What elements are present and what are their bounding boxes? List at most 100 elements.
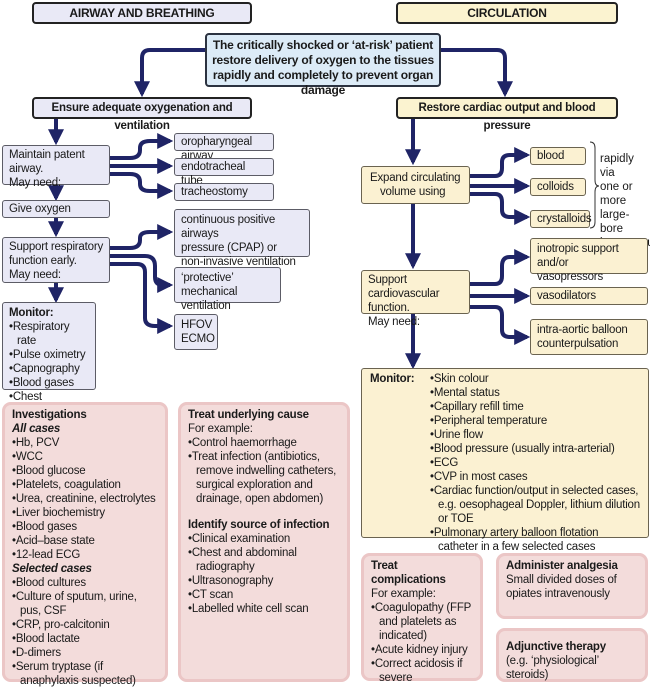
fluid-colloids: colloids	[530, 178, 586, 196]
cpap-line1: continuous positive airways	[181, 214, 276, 240]
analgesia-title: Administer analgesia	[506, 560, 618, 572]
option-inotropic: inotropic support and/or vasopressors	[530, 238, 648, 283]
support-resp-line3: May need:	[9, 269, 61, 281]
list-item: Culture of sputum, urine, pus, CSF	[12, 590, 158, 618]
identify-source-list: Clinical examination Chest and abdominal…	[188, 532, 340, 616]
support-respiratory-box: Support respiratory function early. May …	[2, 237, 110, 283]
investigations-title: Investigations	[12, 409, 87, 421]
list-item: Blood lactate	[12, 632, 158, 646]
support-resp-line2: function early.	[9, 255, 77, 267]
list-item: Serum tryptase (if anaphylaxis suspected…	[12, 660, 158, 688]
list-item: Liver biochemistry	[12, 506, 158, 520]
brace-note-line: one or more	[600, 181, 633, 207]
option-endotracheal-tube: endotracheal tube	[174, 158, 274, 187]
critically-shocked-patient-box: The critically shocked or ‘at-risk’ pati…	[205, 33, 441, 97]
arrow-to-iabp	[470, 305, 531, 345]
hfov-line2: ECMO	[181, 333, 215, 345]
iabp-line1: intra-aortic balloon	[537, 324, 628, 336]
list-item: Respiratory rate	[9, 320, 89, 348]
brace-note-line: large-bore	[600, 209, 630, 235]
option-tracheostomy: tracheostomy	[174, 183, 274, 201]
investigations-box: Investigations All cases Hb, PCV WCC Blo…	[2, 402, 168, 687]
brace-note-line: rapidly via	[600, 153, 634, 179]
iabp-line2: counterpulsation	[537, 338, 619, 350]
list-item: Acid–base state	[12, 534, 158, 548]
arrow-to-oropharyngeal	[110, 133, 174, 160]
list-item: Mental status	[430, 386, 640, 400]
identify-source-title: Identify source of infection	[188, 519, 330, 531]
circulation-monitor-title: Monitor:	[370, 373, 415, 385]
top-box-line2: restore delivery of oxygen to the tissue…	[212, 53, 434, 67]
list-item: Blood cultures	[12, 576, 158, 590]
top-box-line3: rapidly and completely to prevent organ …	[212, 68, 434, 97]
list-item: ECG	[430, 456, 640, 470]
list-item: Skin colour	[430, 372, 640, 386]
all-cases-list: Hb, PCV WCC Blood glucose Platelets, coa…	[12, 436, 158, 562]
option-protective-ventilation: ‘protective’ mechanical ventilation	[174, 267, 281, 312]
list-item: Platelets, coagulation	[12, 478, 158, 492]
fluid-blood: blood	[530, 147, 586, 165]
list-item: CVP in most cases	[430, 470, 640, 484]
selected-cases-list: Blood cultures Culture of sputum, urine,…	[12, 576, 158, 688]
complications-list: Coagulopathy (FFP and platelets as indic…	[371, 601, 473, 685]
option-vasodilators: vasodilators	[530, 287, 648, 305]
arrow-top-to-circulation	[440, 48, 513, 98]
maintain-airway-box: Maintain patent airway. May need:	[2, 145, 110, 189]
support-cv-line2: function.	[368, 302, 410, 314]
list-item: Labelled white cell scan	[188, 602, 340, 616]
expand-line1: Expand circulating	[370, 172, 461, 184]
cpap-line2: pressure (CPAP) or	[181, 242, 277, 254]
list-item: Blood glucose	[12, 464, 158, 478]
treat-cause-title: Treat underlying cause	[188, 409, 309, 421]
list-item: Blood pressure (usually intra-arterial)	[430, 442, 640, 456]
brace	[589, 141, 600, 229]
airway-monitor-box: Monitor: Respiratory rate Pulse oximetry…	[2, 302, 96, 417]
hfov-line1: HFOV	[181, 319, 213, 331]
list-item: Pulse oximetry	[9, 348, 89, 362]
circulation-monitor-box: Monitor: Skin colour Mental status Capil…	[361, 368, 649, 553]
ensure-oxygenation-box: Ensure adequate oxygenation and ventilat…	[32, 97, 252, 132]
expand-volume-box: Expand circulating volume using	[361, 166, 470, 204]
list-item: Capillary refill time	[430, 400, 640, 414]
treat-cause-subtitle: For example:	[188, 423, 253, 435]
list-item: Coagulopathy (FFP and platelets as indic…	[371, 601, 473, 643]
analgesia-text: Small divided doses of opiates intraveno…	[506, 574, 617, 600]
restore-cardiac-output-box: Restore cardiac output and blood pressur…	[396, 97, 618, 132]
list-item: Blood gases	[9, 376, 89, 390]
list-item: CT scan	[188, 588, 340, 602]
header-airway-breathing: AIRWAY AND BREATHING	[32, 2, 252, 24]
list-item: Pulmonary artery balloon flotation cathe…	[430, 526, 640, 554]
complications-subtitle: For example:	[371, 588, 436, 600]
maintain-line2: May need:	[9, 177, 61, 189]
list-item: Correct acidosis if severe	[371, 657, 473, 685]
complications-title: Treat complications	[371, 560, 446, 586]
list-item: Acute kidney injury	[371, 643, 473, 657]
arrow-top-to-airway	[134, 48, 205, 98]
list-item: Hb, PCV	[12, 436, 158, 450]
list-item: Chest and abdominal radiography	[188, 546, 340, 574]
list-item: 12-lead ECG	[12, 548, 158, 562]
support-cv-line3: May need:	[368, 316, 420, 328]
list-item: WCC	[12, 450, 158, 464]
adjunctive-title: Adjunctive therapy	[506, 641, 606, 653]
selected-cases-label: Selected cases	[12, 563, 92, 575]
arrow-to-hfov	[110, 262, 174, 334]
list-item: CRP, pro-calcitonin	[12, 618, 158, 632]
option-iabp: intra-aortic balloon counterpulsation	[530, 319, 648, 355]
protective-line2: mechanical ventilation	[181, 286, 238, 312]
inotropic-line2: vasopressors	[537, 271, 603, 283]
arrow-to-inotropic	[470, 249, 531, 286]
circulation-monitor-list: Skin colour Mental status Capillary refi…	[430, 372, 640, 554]
list-item: Clinical examination	[188, 532, 340, 546]
inotropic-line1: inotropic support and/or	[537, 243, 619, 269]
expand-line2: volume using	[380, 186, 446, 198]
support-resp-line1: Support respiratory	[9, 241, 103, 253]
list-item: Capnography	[9, 362, 89, 376]
treat-cause-list: Control haemorrhage Treat infection (ant…	[188, 436, 340, 506]
protective-line1: ‘protective’	[181, 272, 234, 284]
list-item: Treat infection (antibiotics, remove ind…	[188, 450, 340, 506]
arrow-to-blood	[470, 147, 531, 178]
fluid-crystalloids: crystalloids	[530, 210, 592, 228]
list-item: Control haemorrhage	[188, 436, 340, 450]
give-oxygen-box: Give oxygen	[2, 200, 110, 218]
